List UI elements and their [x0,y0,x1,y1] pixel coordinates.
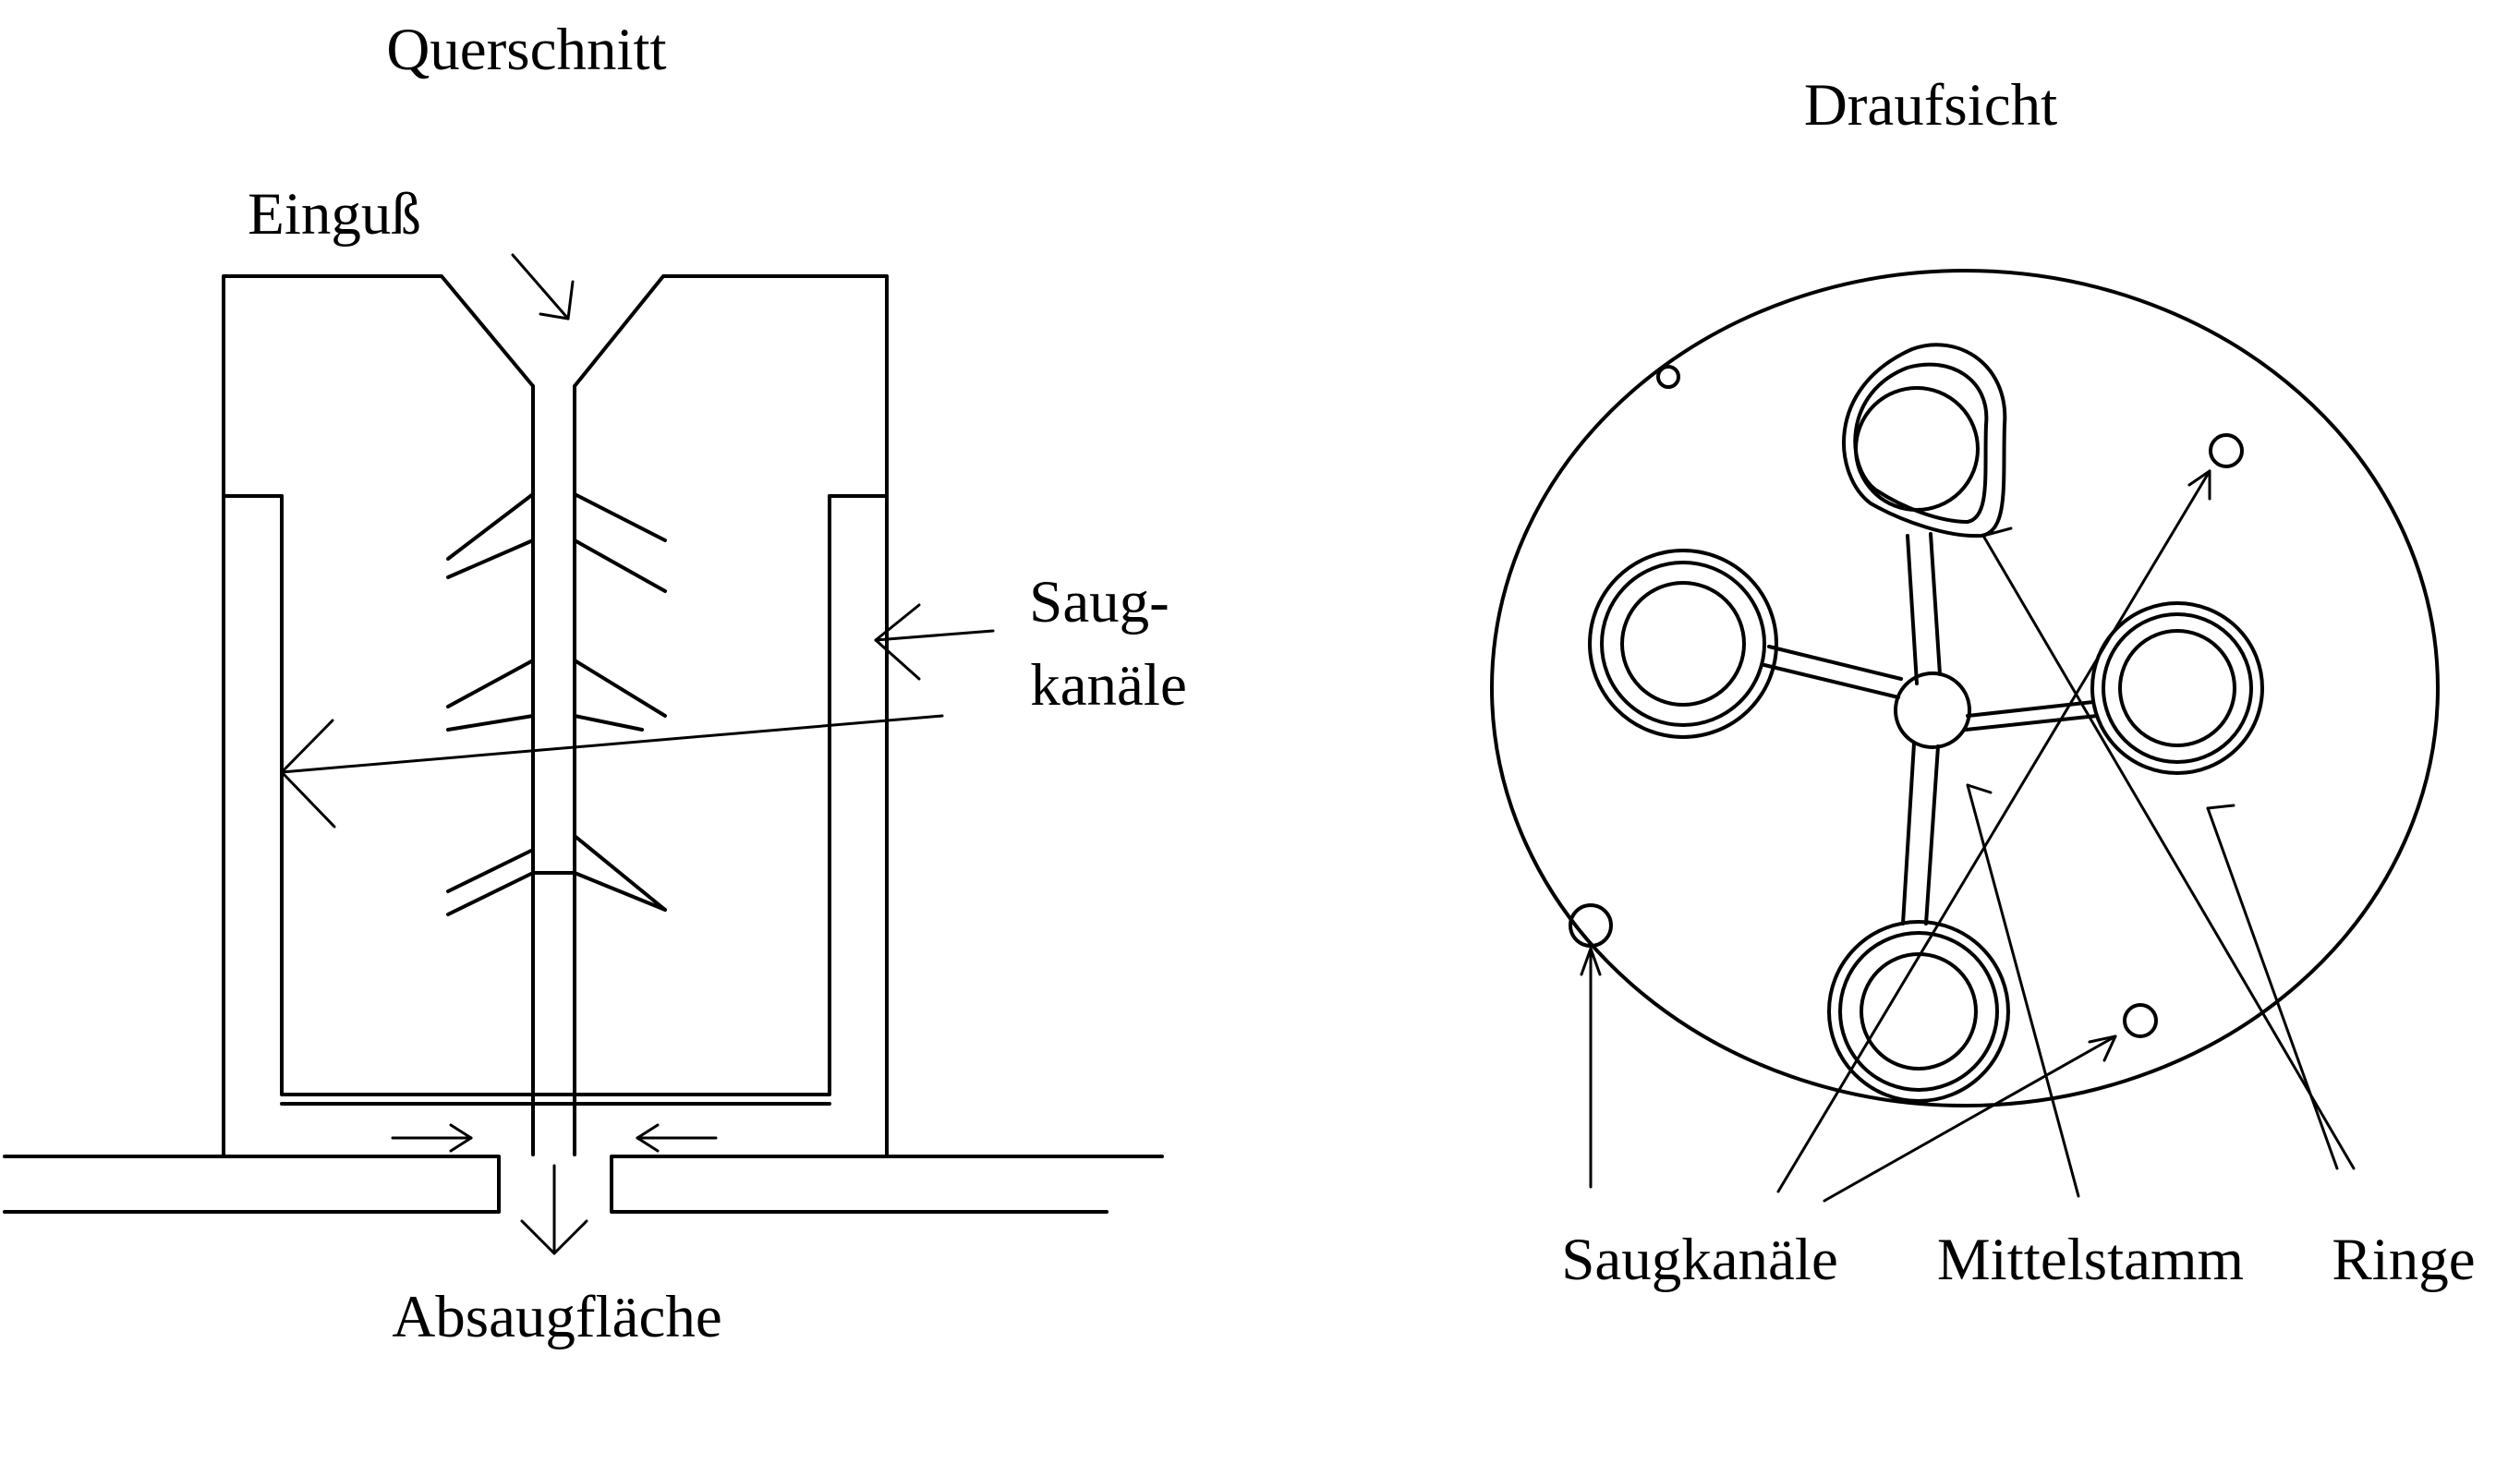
base-plate-left [3,1155,501,1214]
suction-hole-small-2 [2209,433,2244,468]
suction-arrow-left-wall [280,714,944,829]
label-suction-channels: Saugkanäle [1561,1227,1838,1293]
leader-ring-top [1981,526,2356,1170]
suction-surface-label: Absaugfläche [392,1284,721,1350]
base-plate-right [610,1155,1164,1214]
central-hub [1894,671,1971,749]
suction-hole-bottom-right [2123,1003,2158,1038]
leader-suction-bottom-right-hole [1823,1034,2117,1203]
ring-left [1588,549,1778,739]
top-view-title: Draufsicht [1804,72,2057,139]
leader-ring-right [2206,804,2339,1170]
central-stem-spokes [1763,532,2099,926]
label-rings: Ringe [2332,1227,2475,1293]
outer-disc [1490,269,2440,1107]
sprue-branches [446,492,667,916]
suction-channels-label-line1: Saug- [1029,569,1169,635]
suction-arrow-right-wall [874,603,995,681]
inlet-arrow [511,253,575,321]
ring-top [1842,343,2007,538]
inlet-label: Einguß [248,181,421,248]
top-view: Draufsicht Saugkanäle Mittelstamm Ringe [1490,72,2476,1293]
leader-suction-left-hole [1580,947,1602,1189]
leader-suction-top-right-hole [1776,469,2211,1193]
leader-central-stem [1966,783,2080,1198]
cross-section: Querschnitt Einguß Saug- kanäle Absaugfl… [3,17,1187,1350]
suction-channels-label-line2: kanäle [1030,652,1187,719]
suction-hole-large-left [1569,903,1613,948]
inner-cavity [222,494,889,1096]
mold-outer-wall [222,274,535,1156]
ring-right [2090,601,2264,775]
ring-bottom [1827,920,2010,1103]
mold-outer-wall-right [573,274,889,1156]
suction-down-arrow [520,1164,588,1255]
label-central-stem: Mittelstamm [1937,1227,2244,1293]
suction-hole-small-1 [1656,365,1680,389]
cross-section-title: Querschnitt [386,17,666,83]
bottom-flow-arrow-left [391,1123,473,1153]
bottom-flow-arrow-right [636,1123,718,1153]
